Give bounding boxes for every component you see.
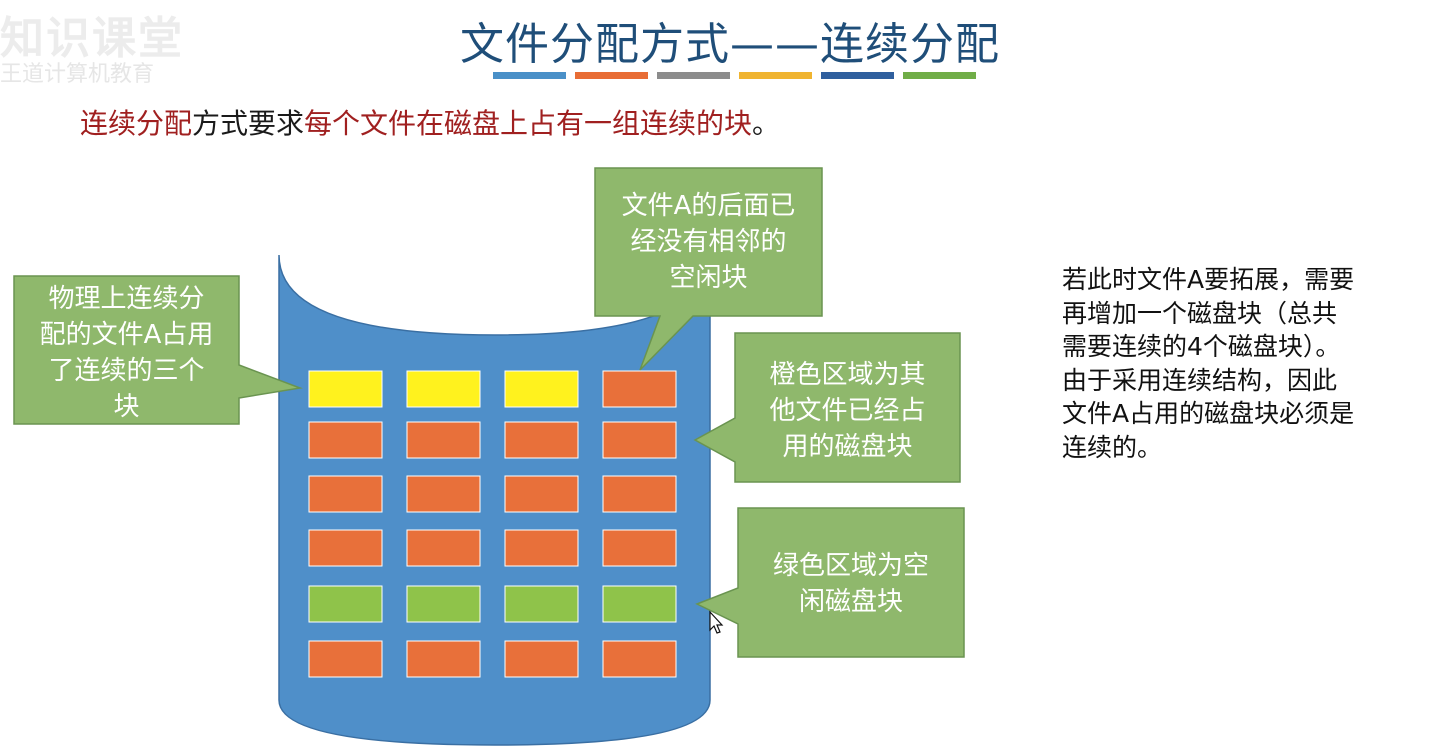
disk-block-orange [504,529,579,567]
disk-block-orange [308,475,383,513]
disk-block-orange [602,529,677,567]
disk-block-green [504,585,579,623]
disk-block-orange [504,640,579,678]
title-underline-bar [821,72,894,79]
disk-block-orange [602,370,677,408]
callout-after-a-box [594,167,823,371]
disk-block-orange [504,475,579,513]
intro-sentence: 连续分配方式要求每个文件在磁盘上占有一组连续的块。 [80,102,780,142]
disk-block-green [406,585,481,623]
disk-block-orange [308,421,383,459]
disk-block-orange [602,640,677,678]
watermark-subtitle: 王道计算机教育 [0,62,155,87]
disk-block-orange [602,421,677,459]
callout-green-box [695,507,965,658]
disk-block-yellow [504,370,579,408]
block-grid [308,370,677,678]
slide-title: 文件分配方式——连续分配 [460,19,1000,70]
disk-block-yellow [308,370,383,408]
intro-requirement: 每个文件在磁盘上占有一组连续的块 [304,107,753,140]
disk-block-yellow [406,370,481,408]
intro-end: 。 [752,107,781,140]
side-note: 若此时文件A要拓展，需要 再增加一个磁盘块（总共 需要连续的4个磁盘块）。 由于… [1062,265,1355,462]
watermark-logo-text: 知识课堂 [0,13,184,64]
callout-orange-box [693,332,961,483]
disk-block-orange [504,421,579,459]
intro-term: 连续分配 [80,107,193,140]
disk-block-orange [308,529,383,567]
title-underline-bar [739,72,812,79]
title-underline-bar [903,72,976,79]
disk-block-green [602,585,677,623]
callout-physical-text: 物理上连续分 配的文件A占用 了连续的三个 块 [39,284,214,422]
mouse-cursor-icon [709,610,724,634]
disk-block-orange [406,475,481,513]
disk-block-green [308,585,383,623]
title-underline-bar [493,72,566,79]
callout-orange-text: 橙色区域为其 他文件已经占 用的磁盘块 [769,360,926,462]
disk-block-orange [406,529,481,567]
intro-mid: 方式要求 [192,107,305,140]
title-underline-bars [493,72,977,80]
disk-block-orange [308,640,383,678]
title-underline-bar [575,72,648,79]
disk-block-orange [406,421,481,459]
callout-after-a-text: 文件A的后面已 经没有相邻的 空闲块 [621,191,796,293]
title-underline-bar [657,72,730,79]
callout-physical-box [13,275,303,425]
disk-block-orange [406,640,481,678]
disk-block-orange [602,475,677,513]
callout-green-text: 绿色区域为空 闲磁盘块 [772,551,929,617]
watermark: 知识课堂 王道计算机教育 [0,0,230,95]
